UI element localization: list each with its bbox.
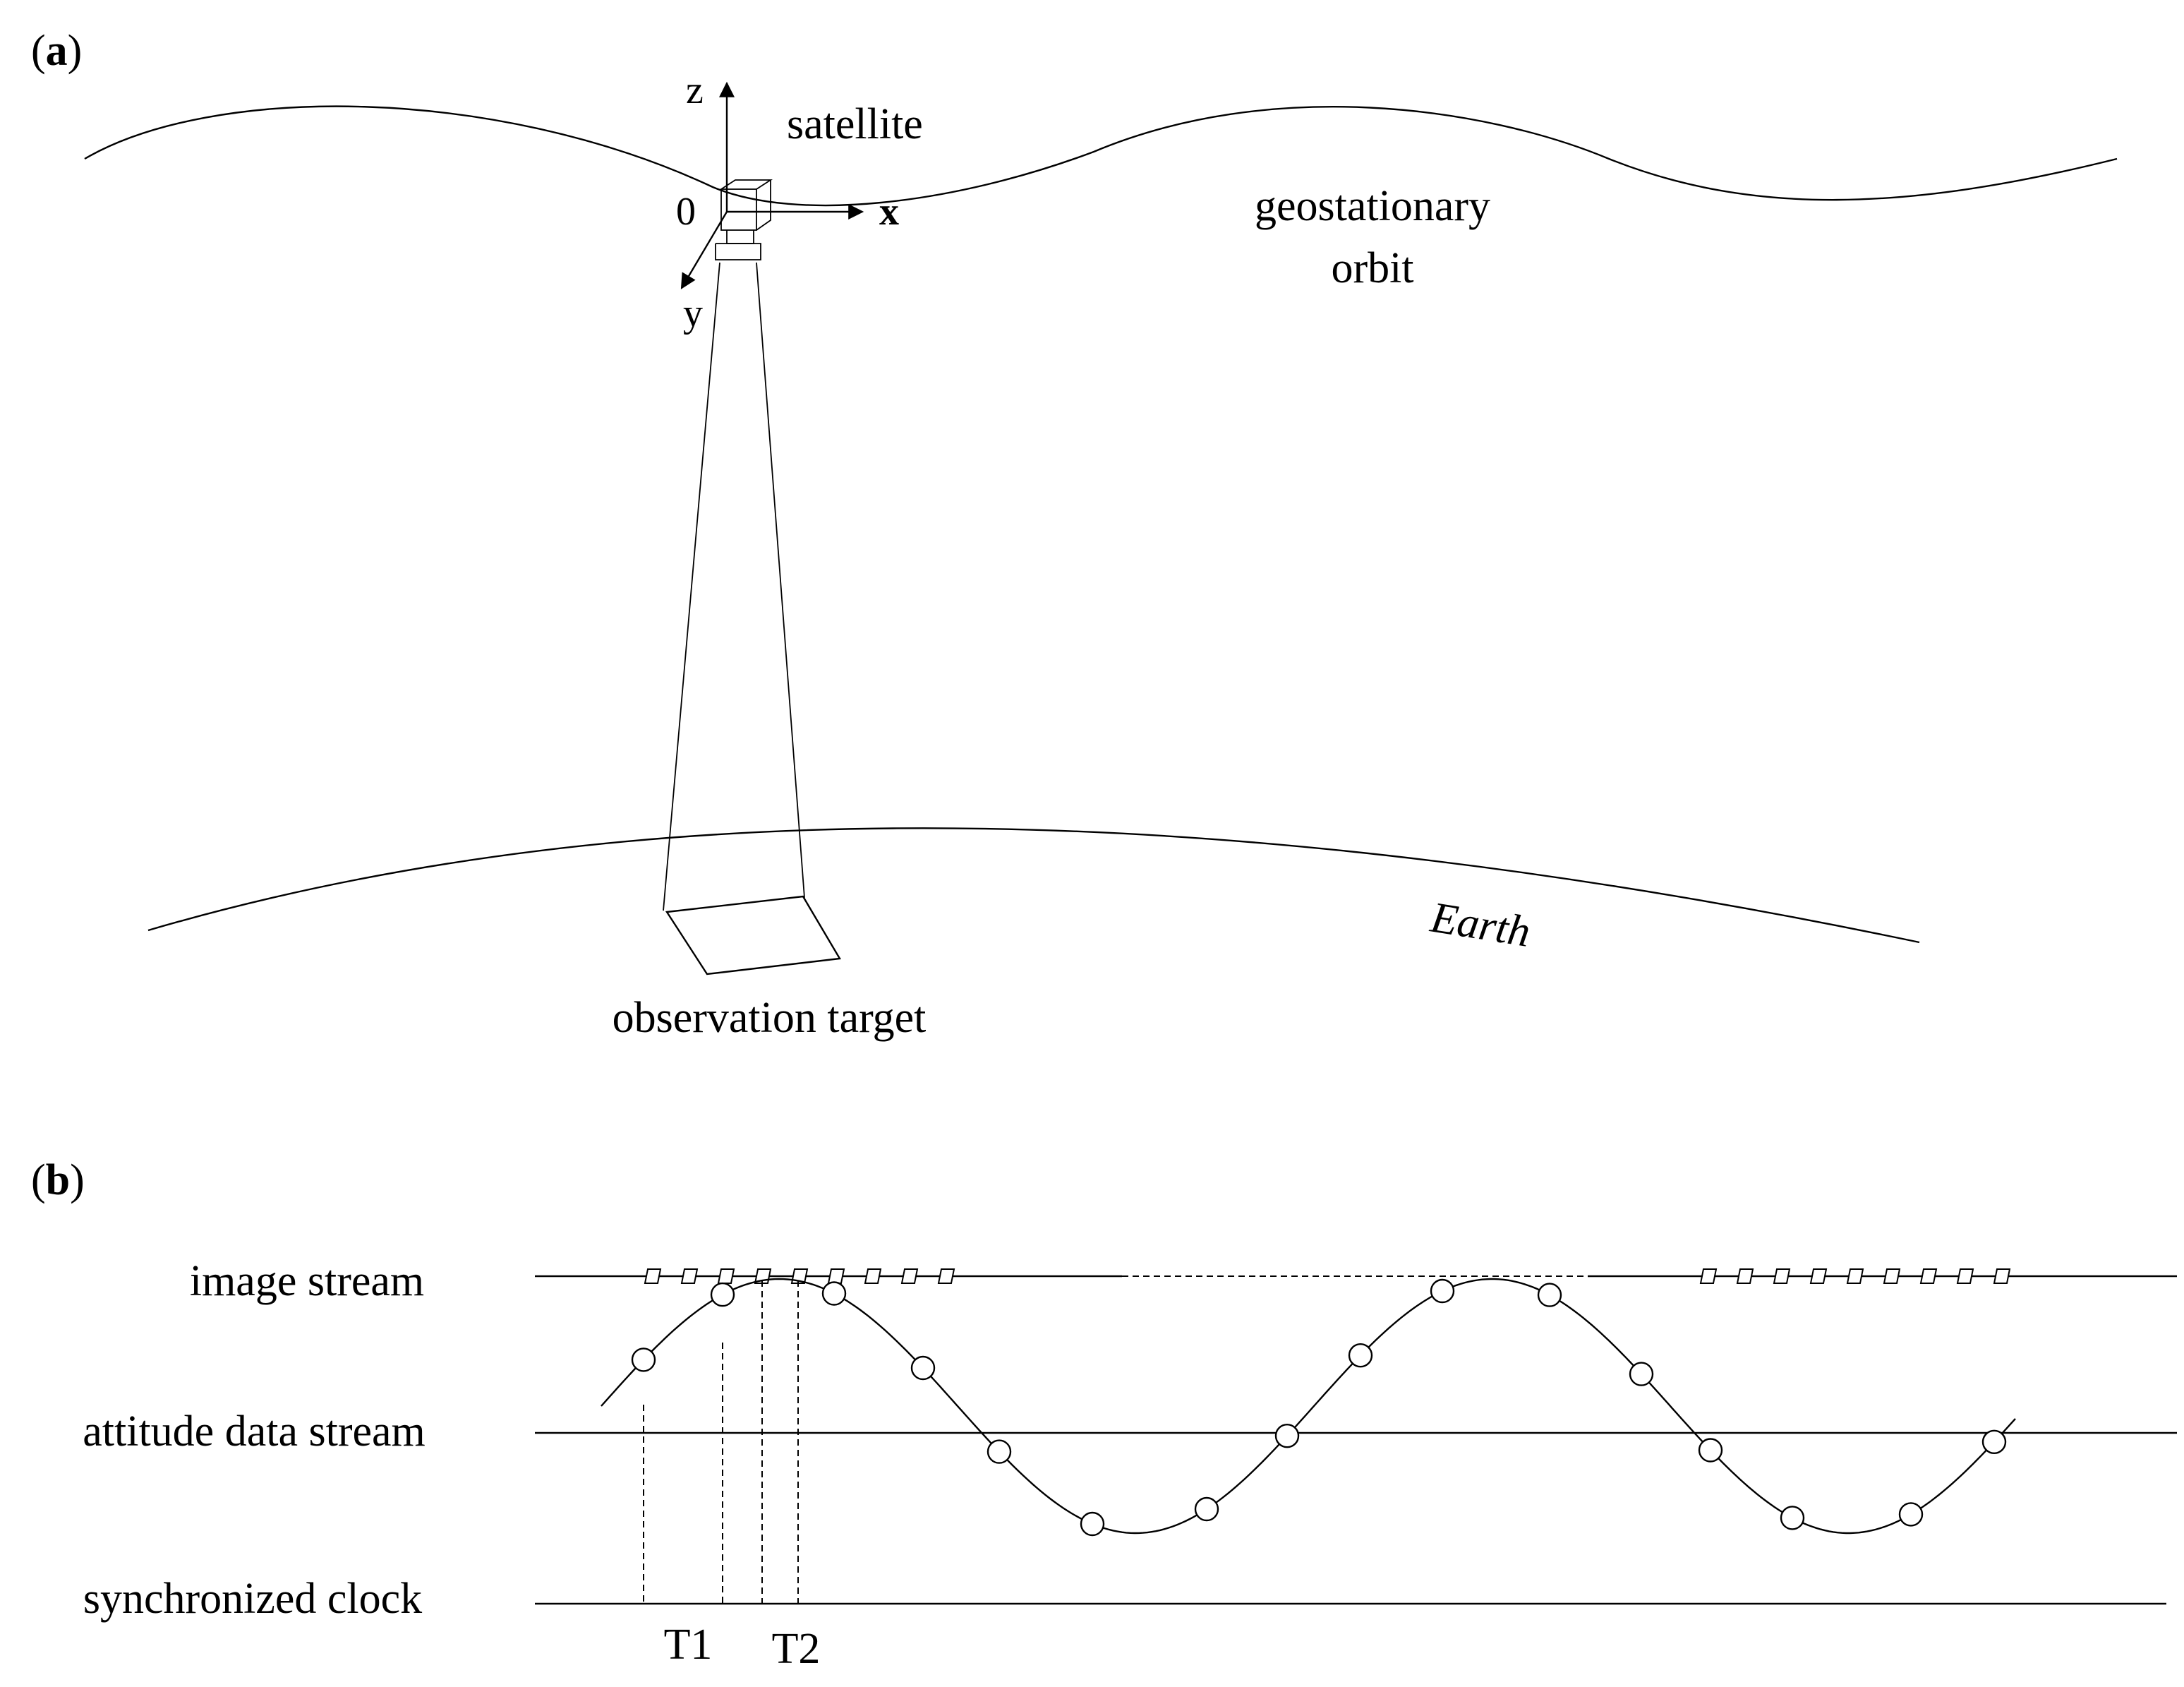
image-frame-marker <box>1736 1268 1754 1284</box>
attitude-sample-point <box>987 1439 1012 1464</box>
earth-surface-curve <box>147 827 1920 944</box>
image-frame-marker <box>1846 1268 1864 1284</box>
geostationary-orbit-curve <box>84 105 2118 207</box>
image-frame-marker <box>827 1268 845 1284</box>
image-frame-marker <box>1773 1268 1791 1284</box>
earth-label: Earth <box>1427 893 1533 956</box>
attitude-sample-point <box>1537 1283 1562 1307</box>
image-frame-marker <box>1809 1268 1828 1284</box>
image-frame-marker <box>1919 1268 1938 1284</box>
image-frame-marker <box>900 1268 919 1284</box>
image-frame-marker <box>864 1268 882 1284</box>
satellite-icon <box>715 179 773 260</box>
image-frame-marker <box>1883 1268 1901 1284</box>
attitude-sample-point <box>1274 1423 1300 1448</box>
attitude-sample-point <box>1348 1343 1373 1368</box>
image-frame-marker <box>937 1268 955 1284</box>
orbit-label-line2: orbit <box>1331 244 1413 292</box>
attitude-sample-point <box>1780 1506 1805 1530</box>
image-frame-marker <box>1956 1268 1974 1284</box>
z-axis-label: z <box>686 68 704 112</box>
attitude-sample-point <box>710 1282 735 1307</box>
beam-right-edge <box>756 262 805 899</box>
t2-label: T2 <box>772 1625 821 1673</box>
panel-b-label: (b) <box>31 1156 85 1204</box>
attitude-wave-curve <box>601 1278 2016 1535</box>
image-frame-marker <box>1699 1268 1718 1284</box>
panel-a-label: (a) <box>31 27 82 75</box>
attitude-sample-point <box>1430 1278 1455 1304</box>
panel-b: (b) image stream attitude data stream sy… <box>31 1156 2177 1673</box>
satellite-label: satellite <box>787 100 923 148</box>
panel-a: (a) z x y 0 satellite geostationary orbi… <box>31 27 2118 1042</box>
attitude-sample-point <box>631 1347 656 1372</box>
attitude-sample-point <box>1080 1511 1105 1537</box>
attitude-sample-point <box>821 1281 847 1306</box>
image-stream-label: image stream <box>190 1257 424 1305</box>
orbit-label-line1: geostationary <box>1255 182 1490 230</box>
attitude-sample-point <box>1898 1502 1924 1527</box>
x-axis-label: x <box>879 190 899 234</box>
y-axis-arrow <box>680 211 728 289</box>
observation-target-footprint <box>665 895 841 975</box>
attitude-sample-point <box>1698 1438 1723 1463</box>
observation-target-label: observation target <box>613 994 927 1042</box>
attitude-sample-point <box>1629 1362 1654 1386</box>
image-frame-marker <box>680 1268 699 1284</box>
attitude-sample-point <box>1194 1496 1219 1522</box>
y-axis-label: y <box>683 292 703 335</box>
attitude-data-stream-label: attitude data stream <box>83 1407 425 1455</box>
attitude-sample-point <box>1981 1429 2007 1455</box>
beam-left-edge <box>663 262 720 911</box>
origin-label: 0 <box>676 190 696 234</box>
synchronized-clock-label: synchronized clock <box>83 1575 422 1623</box>
attitude-samples <box>631 1278 2007 1537</box>
image-frame-marker <box>1993 1268 2011 1284</box>
t1-label: T1 <box>664 1621 713 1669</box>
attitude-sample-point <box>910 1355 936 1381</box>
image-frame-marker <box>644 1268 662 1284</box>
image-frames <box>644 1268 2011 1284</box>
image-frame-marker <box>717 1268 735 1284</box>
